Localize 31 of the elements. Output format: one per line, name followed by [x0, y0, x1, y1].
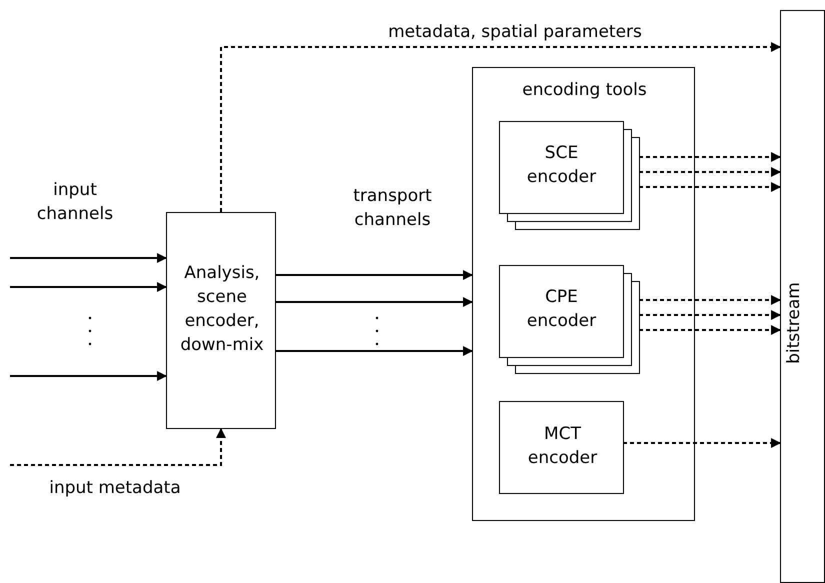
dashed-arrow [10, 428, 226, 466]
text-label: input channels [36, 179, 114, 226]
text-label: transport channels [352, 185, 433, 232]
dashed-arrow [639, 310, 781, 320]
arrow [276, 297, 473, 307]
dashed-arrow [623, 438, 781, 448]
encoder-box [499, 121, 640, 230]
process-label: Analysis, scene encoder, down-mix [179, 262, 265, 357]
encoder-label: SCE encoder [526, 142, 598, 189]
encoder-box [499, 401, 624, 494]
group-box [472, 67, 695, 521]
dashed-arrow [639, 152, 781, 162]
dashed-arrow [639, 295, 781, 305]
arrow [10, 282, 167, 292]
edge-label: metadata, spatial parameters [387, 21, 643, 44]
arrow [276, 270, 473, 280]
dashed-arrow [639, 167, 781, 177]
encoder-label: MCT encoder [526, 423, 598, 470]
encoder-label: CPE encoder [526, 286, 598, 333]
arrow [10, 371, 167, 381]
process-box [166, 212, 276, 429]
dashed-arrow [639, 325, 781, 335]
arrow [10, 253, 167, 263]
bitstream-bar [780, 10, 825, 583]
vertical-label: bitstream [783, 281, 805, 366]
arrow [276, 346, 473, 356]
dashed-arrow [639, 182, 781, 192]
dashed-arrow [220, 42, 781, 212]
encoder-box [499, 265, 640, 374]
text-label: input metadata [48, 477, 182, 500]
group-title: encoding tools [521, 79, 648, 102]
